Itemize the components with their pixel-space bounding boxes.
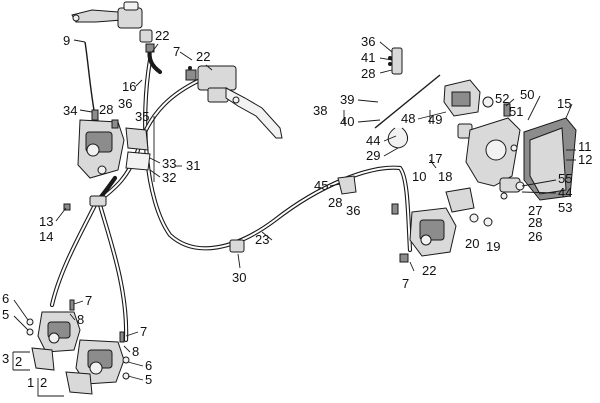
callout-label: 28 xyxy=(99,102,113,117)
callout-label: 53 xyxy=(558,200,572,215)
callout-label: 5 xyxy=(2,307,9,322)
callout-label: 49 xyxy=(428,112,442,127)
callout-label: 48 xyxy=(401,111,415,126)
bracket-45 xyxy=(337,175,357,195)
leader-lines xyxy=(12,39,576,397)
lower-left-caliper xyxy=(26,299,81,371)
callout-label: 50 xyxy=(520,87,534,102)
callout-label: 19 xyxy=(486,239,500,254)
callout-label: 44 xyxy=(366,133,380,148)
callout-label: 12 xyxy=(578,152,592,167)
callout-label: 31 xyxy=(186,158,200,173)
callout-label: 18 xyxy=(438,169,452,184)
callout-label: 32 xyxy=(162,170,176,185)
callout-label: 1 xyxy=(27,375,34,390)
callout-label: 27 xyxy=(528,203,542,218)
callout-label: 30 xyxy=(232,270,246,285)
callout-label: 29 xyxy=(366,148,380,163)
callout-label: 15 xyxy=(557,96,571,111)
callout-label: 9 xyxy=(63,33,70,48)
callout-label: 40 xyxy=(340,114,354,129)
callout-label: 3 xyxy=(2,351,9,366)
callout-label: 7 xyxy=(140,324,147,339)
rear-brake-pump xyxy=(387,47,494,149)
callout-label: 26 xyxy=(528,229,542,244)
callout-label: 44 xyxy=(558,185,572,200)
callout-label: 55 xyxy=(558,171,572,186)
callout-label: 20 xyxy=(465,236,479,251)
callout-label: 6 xyxy=(145,358,152,373)
callout-label: 5 xyxy=(145,372,152,387)
callout-label: 36 xyxy=(346,203,360,218)
callout-label: 14 xyxy=(39,229,53,244)
callout-label: 41 xyxy=(361,50,375,65)
callout-label: 2 xyxy=(15,354,22,369)
callout-label: 35 xyxy=(135,109,149,124)
left-master-cylinder xyxy=(71,1,155,53)
callout-label: 38 xyxy=(313,103,327,118)
right-master-cylinder xyxy=(185,65,283,139)
rear-caliper xyxy=(391,187,493,263)
callout-label: 28 xyxy=(528,215,542,230)
upper-front-caliper xyxy=(77,109,151,179)
callout-label: 23 xyxy=(255,232,269,247)
callout-label: 45 xyxy=(314,178,328,193)
callout-label: 17 xyxy=(428,151,442,166)
callout-label: 7 xyxy=(173,44,180,59)
callout-label: 8 xyxy=(132,344,139,359)
callout-label: 52 xyxy=(495,91,509,106)
callout-label: 36 xyxy=(361,34,375,49)
callout-label: 7 xyxy=(85,293,92,308)
brake-hoses xyxy=(49,45,413,343)
callout-label: 2 xyxy=(40,375,47,390)
callout-label: 11 xyxy=(578,139,592,154)
callout-label: 51 xyxy=(509,104,523,119)
callout-label: 28 xyxy=(328,195,342,210)
callout-label: 8 xyxy=(77,312,84,327)
callout-label: 22 xyxy=(196,49,210,64)
callout-label: 33 xyxy=(162,156,176,171)
callout-label: 39 xyxy=(340,92,354,107)
callout-label: 7 xyxy=(402,276,409,291)
lower-right-caliper xyxy=(65,331,130,395)
hose-clip xyxy=(229,239,245,253)
rear-bracket-assembly xyxy=(465,103,577,201)
front-distributor xyxy=(63,195,107,211)
callout-label: 34 xyxy=(63,103,77,118)
callout-label: 22 xyxy=(155,28,169,43)
callout-label: 36 xyxy=(118,96,132,111)
callout-label: 13 xyxy=(39,214,53,229)
callout-label: 6 xyxy=(2,291,9,306)
callout-label: 10 xyxy=(412,169,426,184)
callout-label: 28 xyxy=(361,66,375,81)
callout-label: 16 xyxy=(122,79,136,94)
callout-label: 22 xyxy=(422,263,436,278)
